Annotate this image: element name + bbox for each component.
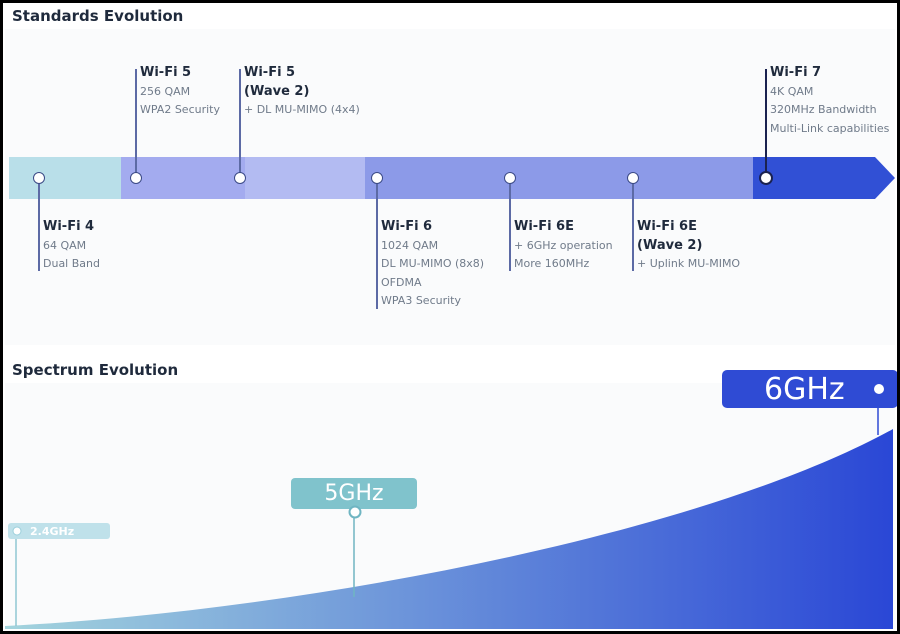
standard-name: Wi-Fi 4 <box>43 219 95 234</box>
standard-feature: 256 QAM <box>140 84 191 98</box>
spectrum-title: Spectrum Evolution <box>12 361 179 379</box>
dot-5ghz <box>348 505 362 519</box>
stem-wifi5-wave2 <box>239 69 241 179</box>
standard-feature: DL MU-MIMO (8x8) <box>381 257 485 270</box>
stem-wifi5 <box>135 69 137 179</box>
stem-wifi4 <box>38 179 40 271</box>
standard-feature: Dual Band <box>43 257 100 270</box>
band-label-2.4ghz: 2.4GHz <box>8 523 110 539</box>
stem-wifi6e <box>509 179 511 271</box>
standard-feature: OFDMA <box>381 275 422 289</box>
standard-name: Wi-Fi 6E <box>514 219 574 234</box>
dot-wifi7 <box>759 171 773 185</box>
standard-wifi6: Wi-Fi 6 1024 QAM DL MU-MIMO (8x8) OFDMA … <box>381 218 484 311</box>
arrow-segment-wifi5 <box>121 157 245 199</box>
standard-name: Wi-Fi 7 <box>770 65 822 80</box>
stem-wifi6e-wave2 <box>632 179 634 271</box>
standard-name-line2: (Wave 2) <box>244 83 310 99</box>
standard-feature: 320MHz Bandwidth <box>770 103 877 116</box>
standard-feature: WPA3 Security <box>381 294 461 307</box>
dot-wifi6e-wave2 <box>627 172 639 184</box>
standard-name-line2: (Wave 2) <box>637 237 703 253</box>
spectrum-panel: 2.4GHz 5GHz 6GHz <box>5 370 897 629</box>
standard-wifi5: Wi-Fi 5 256 QAM WPA2 Security <box>140 64 220 120</box>
standard-feature: + 6GHz operation <box>514 238 613 252</box>
dot-wifi5-wave2 <box>234 172 246 184</box>
spectrum-curve <box>5 429 893 629</box>
standard-feature: 1024 QAM <box>381 238 439 252</box>
band-label-5ghz: 5GHz <box>291 478 417 509</box>
dot-wifi6 <box>371 172 383 184</box>
dot-6ghz <box>874 384 884 394</box>
standard-wifi7: Wi-Fi 7 4K QAM 320MHz Bandwidth Multi-Li… <box>770 64 889 138</box>
band-label-6ghz: 6GHz <box>722 370 897 408</box>
standard-feature: + DL MU-MIMO (4x4) <box>244 103 360 116</box>
spectrum-curve-chart <box>5 391 893 629</box>
standard-name: Wi-Fi 6E <box>637 219 697 234</box>
stem-wifi7 <box>765 69 767 179</box>
standard-feature: Multi-Link capabilities <box>770 121 890 135</box>
stem-wifi6 <box>376 179 378 309</box>
standard-wifi5-wave2: Wi-Fi 5 (Wave 2) + DL MU-MIMO (4x4) <box>244 64 360 120</box>
standard-wifi6e: Wi-Fi 6E + 6GHz operation More 160MHz <box>514 218 613 274</box>
dot-wifi6e <box>504 172 516 184</box>
band-text: 5GHz <box>324 481 384 506</box>
infographic-frame: Standards Evolution Wi-Fi 5 256 QAM WPA2 <box>3 3 897 631</box>
standard-feature: WPA2 Security <box>140 103 220 116</box>
standard-name: Wi-Fi 5 <box>140 65 192 80</box>
standard-feature: + Uplink MU-MIMO <box>637 257 741 270</box>
standard-wifi6e-wave2: Wi-Fi 6E (Wave 2) + Uplink MU-MIMO <box>637 218 740 274</box>
standard-name: Wi-Fi 5 <box>244 65 296 80</box>
timeline-arrow <box>9 157 895 199</box>
standard-wifi4: Wi-Fi 4 64 QAM Dual Band <box>43 218 100 274</box>
band-text: 6GHz <box>764 371 845 407</box>
standards-title: Standards Evolution <box>12 7 184 25</box>
dot-wifi5 <box>130 172 142 184</box>
standard-feature: 64 QAM <box>43 238 87 252</box>
arrow-segment-wifi7 <box>753 157 895 199</box>
dot-wifi4 <box>33 172 45 184</box>
standard-feature: 4K QAM <box>770 84 814 98</box>
arrow-segment-wifi5-wave2 <box>245 157 365 199</box>
dot-2.4ghz <box>12 526 22 536</box>
arrow-segment-wifi4 <box>9 157 121 199</box>
standard-name: Wi-Fi 6 <box>381 219 433 234</box>
arrow-segment-wifi6 <box>365 157 753 199</box>
band-text: 2.4GHz <box>30 524 75 538</box>
standards-panel: Wi-Fi 5 256 QAM WPA2 Security Wi-Fi 5 (W… <box>5 29 895 345</box>
standard-feature: More 160MHz <box>514 257 590 270</box>
